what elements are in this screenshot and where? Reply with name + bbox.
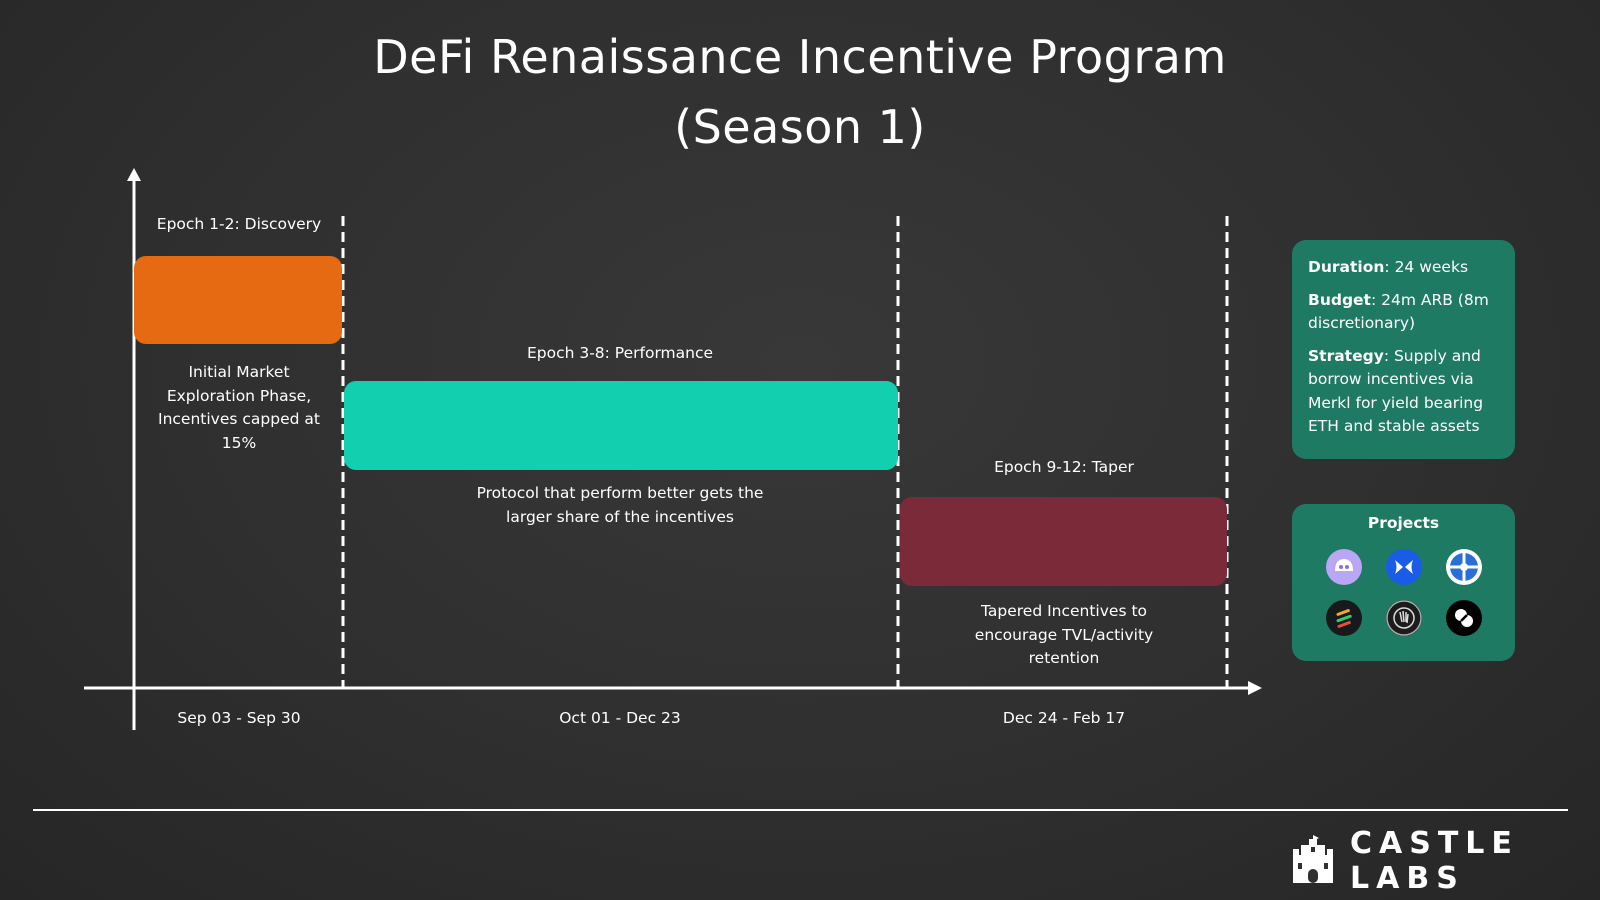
hand-logo-icon (1386, 600, 1422, 636)
program-info-card: Duration: 24 weeks Budget: 24m ARB (8m d… (1292, 240, 1515, 459)
compass-logo-icon (1446, 549, 1482, 585)
title-line-1: DeFi Renaissance Incentive Program (373, 30, 1227, 84)
phase-3-name: Epoch 9-12: Taper (994, 458, 1134, 476)
projects-title: Projects (1367, 514, 1440, 532)
duration-value: : 24 weeks (1384, 258, 1469, 276)
strategy-value: : Supply and borrow incentives via Merkl… (1308, 346, 1484, 436)
budget-label: Budget (1308, 290, 1371, 309)
phase-1-bar (134, 256, 342, 344)
strategy-label: Strategy (1308, 346, 1384, 365)
phase-2-period: Oct 01 - Dec 23 (559, 709, 681, 727)
phase-3-description: Tapered Incentives to encourage TVL/acti… (974, 602, 1154, 667)
phase-2-name: Epoch 3-8: Performance (526, 344, 714, 362)
title-line-2: (Season 1) (674, 100, 926, 154)
strategy-row: Strategy: Supply and borrow incentives v… (1308, 345, 1501, 439)
ghost-logo-icon (1326, 549, 1362, 585)
phase-2-description: Protocol that perform better gets the la… (476, 484, 764, 526)
brand-logo: CASTLE LABS (1290, 826, 1600, 896)
castle-icon (1290, 835, 1336, 887)
stripes-logo-icon (1326, 600, 1362, 636)
footer-divider (33, 809, 1568, 811)
butterfly-logo-icon (1386, 549, 1422, 585)
x-axis-arrow (1248, 681, 1262, 695)
phase-3-bar (900, 497, 1227, 586)
duration-row: Duration: 24 weeks (1308, 256, 1501, 280)
page-title: DeFi Renaissance Incentive Program (Seas… (0, 22, 1600, 162)
phase-1-period: Sep 03 - Sep 30 (177, 709, 301, 727)
swirl-logo-icon (1446, 600, 1482, 636)
y-axis-arrow (127, 168, 141, 181)
phase-3-period: Dec 24 - Feb 17 (1002, 709, 1126, 727)
brand-name: CASTLE LABS (1350, 826, 1519, 896)
budget-row: Budget: 24m ARB (8m discretionary) (1308, 289, 1501, 336)
projects-card: Projects (1292, 504, 1515, 661)
phase-2-bar (344, 381, 898, 470)
phase-1-name: Epoch 1-2: Discovery (156, 215, 322, 233)
budget-value: : 24m ARB (8m discretionary) (1308, 290, 1489, 333)
phase-1-description: Initial Market Exploration Phase, Incent… (158, 363, 320, 452)
duration-label: Duration (1308, 258, 1385, 276)
